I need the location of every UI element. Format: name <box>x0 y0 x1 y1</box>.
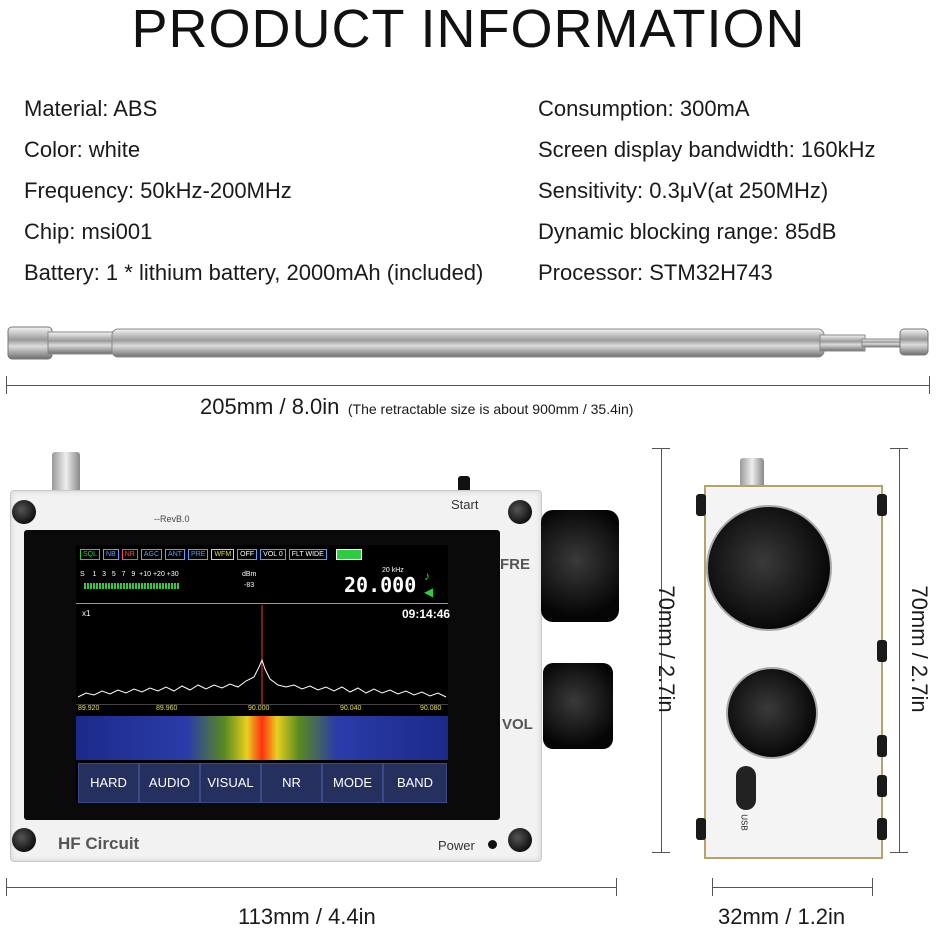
side-cap <box>877 640 887 662</box>
spec-color: Color: white <box>24 137 141 162</box>
flt-button[interactable]: FLT WIDE <box>288 549 327 560</box>
antenna-dim-line <box>6 385 930 386</box>
side-sma-connector <box>740 458 764 488</box>
band-button[interactable]: BAND <box>383 763 447 803</box>
screw-icon <box>508 500 532 524</box>
s-meter-scale: S 1 3 5 7 9 +10 +20 +30 <box>80 571 179 578</box>
page-title: PRODUCT INFORMATION <box>131 0 806 59</box>
spec-chip: Chip: msi001 <box>24 219 153 244</box>
spectrum-plot <box>76 605 448 705</box>
spec-battery: Battery: 1 * lithium battery, 2000mAh (i… <box>24 260 484 285</box>
nb-button[interactable]: NB <box>103 549 119 560</box>
front-height-line <box>661 448 662 853</box>
specs-right: Consumption: 300mA Screen display bandwi… <box>538 96 876 286</box>
tick-label: 90.000 <box>248 705 270 712</box>
fre-label: FRE <box>500 556 530 573</box>
sma-connector <box>52 452 80 494</box>
antenna-length-label: 205mm / 8.0in <box>200 394 340 419</box>
screen-top-buttons: SQL NB NR AGC ANT PRE WFM OFF VOL 0 FLT … <box>80 549 362 560</box>
hard-button[interactable]: HARD <box>78 763 139 803</box>
tick-label: 89.920 <box>78 705 100 712</box>
spec-consumption: Consumption: 300mA <box>538 96 750 121</box>
zoom-label: x1 <box>82 609 91 618</box>
freq-axis: 89.920 89.960 90.000 90.040 90.080 <box>76 705 448 715</box>
side-cap <box>877 818 887 840</box>
front-width-label: 113mm / 4.4in <box>238 904 376 929</box>
waterfall-display <box>76 716 448 760</box>
spec-dynamic-range: Dynamic blocking range: 85dB <box>538 219 837 244</box>
side-cap <box>877 775 887 797</box>
fre-knob[interactable] <box>541 510 619 622</box>
wfm-button[interactable]: WFM <box>211 549 235 560</box>
spec-frequency: Frequency: 50kHz-200MHz <box>24 178 292 203</box>
visual-button[interactable]: VISUAL <box>200 763 261 803</box>
usb-port-icon <box>736 766 756 810</box>
screw-icon <box>508 828 532 852</box>
freq-display: 20.000 <box>344 573 417 597</box>
tick-label: 90.040 <box>340 705 362 712</box>
start-label: Start <box>451 497 479 512</box>
side-width-label: 32mm / 1.2in <box>718 904 846 929</box>
spec-bandwidth: Screen display bandwidth: 160kHz <box>538 137 876 162</box>
vol-button[interactable]: VOL 0 <box>260 549 286 560</box>
power-label: Power <box>438 838 475 853</box>
spec-processor: Processor: STM32H743 <box>538 260 773 285</box>
off-button[interactable]: OFF <box>237 549 258 560</box>
side-fre-knob[interactable] <box>706 505 832 631</box>
mode-button[interactable]: MODE <box>322 763 383 803</box>
pre-button[interactable]: PRE <box>188 549 209 560</box>
ant-button[interactable]: ANT <box>165 549 186 560</box>
audio-button[interactable]: AUDIO <box>139 763 200 803</box>
s-meter-bar <box>84 583 180 589</box>
side-height-line <box>899 448 900 853</box>
time-display: 09:14:46 <box>402 607 451 621</box>
side-cap <box>696 818 706 840</box>
freq-unit: 20 kHz <box>382 567 404 574</box>
vol-knob[interactable] <box>543 663 613 749</box>
side-width-line <box>712 887 873 888</box>
side-vol-knob[interactable] <box>726 667 818 759</box>
rev-label: --RevB.0 <box>154 514 190 524</box>
spec-sensitivity: Sensitivity: 0.3μV(at 250MHz) <box>538 178 829 203</box>
side-cap <box>877 735 887 757</box>
device-screen: SQL NB NR AGC ANT PRE WFM OFF VOL 0 FLT … <box>76 545 451 803</box>
dbm-label: dBm <box>242 571 257 578</box>
speaker-icon: ◀ <box>424 585 434 599</box>
front-height-label: 70mm / 2.7in <box>654 585 679 713</box>
screw-icon <box>12 500 36 524</box>
dbm-value: -83 <box>244 582 255 589</box>
front-width-line <box>6 887 617 888</box>
nr-button[interactable]: NR <box>121 549 138 560</box>
vol-label: VOL <box>502 716 533 733</box>
tick-label: 90.080 <box>420 705 442 712</box>
spec-material: Material: ABS <box>24 96 158 121</box>
tick-label: 89.960 <box>156 705 178 712</box>
usb-label: USB <box>739 814 749 831</box>
screw-icon <box>12 828 36 852</box>
antenna-dim: 205mm / 8.0in (The retractable size is a… <box>200 394 633 420</box>
side-cap <box>696 494 706 516</box>
headphone-icon: ♪ <box>424 569 430 583</box>
sql-button[interactable]: SQL <box>80 549 101 560</box>
antenna-note: (The retractable size is about 900mm / 3… <box>347 401 634 417</box>
specs-left: Material: ABS Color: white Frequency: 50… <box>24 96 483 286</box>
brand-label: HF Circuit <box>58 834 140 853</box>
power-led-icon <box>488 840 497 849</box>
battery-icon <box>335 549 362 560</box>
side-height-label: 70mm / 2.7in <box>907 585 932 713</box>
agc-button[interactable]: AGC <box>140 549 163 560</box>
side-cap <box>877 494 887 516</box>
nr-menu-button[interactable]: NR <box>261 763 322 803</box>
divider <box>76 603 448 604</box>
start-button[interactable] <box>458 476 470 492</box>
antenna-image <box>7 326 929 360</box>
